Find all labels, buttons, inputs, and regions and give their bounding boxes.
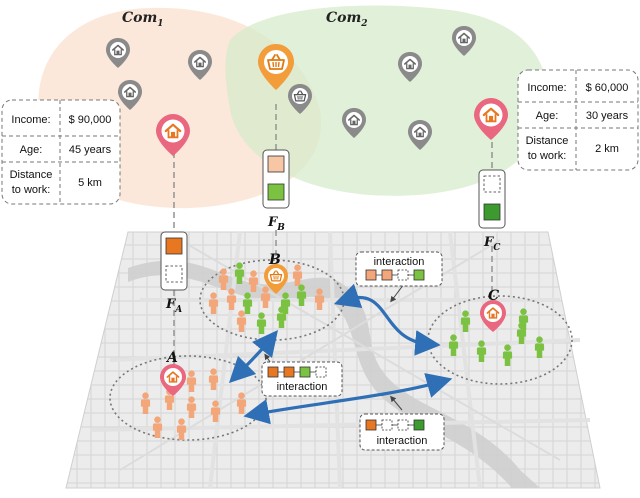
home-pin-icon <box>118 80 142 110</box>
feature-box-a <box>160 231 188 291</box>
node-label-a: A <box>165 350 178 366</box>
home-pin-icon <box>106 38 130 68</box>
feature-label-c: FC <box>483 235 501 253</box>
home-pin-icon <box>398 52 422 82</box>
interaction-label-top: interaction <box>374 256 425 268</box>
svg-text:Distance: Distance <box>526 135 569 147</box>
shop-pin-icon <box>258 44 294 90</box>
home-pin-icon <box>188 50 212 80</box>
interaction-label-bottom: interaction <box>377 435 428 447</box>
feature-label-b: FB <box>267 215 285 233</box>
home-pin-icon <box>452 26 476 56</box>
home-pin-a-icon <box>160 364 186 396</box>
svg-text:Income:: Income: <box>11 114 50 126</box>
node-label-c: C <box>488 288 499 304</box>
feature-box-b <box>262 149 290 209</box>
interaction-arrows <box>228 283 453 425</box>
basket-pin-icon <box>288 84 312 114</box>
home-pin-a-top-icon <box>156 114 190 156</box>
svg-text:45 years: 45 years <box>69 144 112 156</box>
svg-text:to work:: to work: <box>528 150 567 162</box>
svg-text:30 years: 30 years <box>586 110 629 122</box>
home-pin-c-icon <box>480 300 506 332</box>
svg-text:Income:: Income: <box>527 82 566 94</box>
feature-box-c <box>478 169 506 229</box>
home-pin-c-top-icon <box>474 98 508 140</box>
interaction-box-top: interaction <box>355 251 443 287</box>
interaction-label-middle: interaction <box>277 381 328 393</box>
community-1-label: Com1 <box>122 10 164 29</box>
gray-home-pins <box>106 26 476 150</box>
feature-connectors <box>173 104 493 370</box>
interaction-box-middle: interaction <box>261 361 343 397</box>
svg-text:Age:: Age: <box>536 110 559 122</box>
info-box-left: Income: $ 90,000 Age: 45 years Distance … <box>1 99 121 205</box>
svg-text:2 km: 2 km <box>595 143 619 155</box>
node-label-b: B <box>268 252 281 268</box>
city-map <box>65 231 601 489</box>
svg-text:$ 60,000: $ 60,000 <box>586 82 629 94</box>
shop-pin-b-icon <box>264 264 288 294</box>
home-pin-icon <box>342 108 366 138</box>
svg-text:Age:: Age: <box>20 144 43 156</box>
svg-text:to work:: to work: <box>12 184 51 196</box>
svg-text:$ 90,000: $ 90,000 <box>69 114 112 126</box>
group-c-boundary <box>427 295 573 385</box>
svg-text:Distance: Distance <box>10 169 53 181</box>
feature-label-a: FA <box>165 297 182 315</box>
home-pin-icon <box>408 120 432 150</box>
interaction-box-bottom: interaction <box>359 413 445 451</box>
community-2-label: Com2 <box>326 10 368 29</box>
svg-text:5 km: 5 km <box>78 177 102 189</box>
info-box-right: Income: $ 60,000 Age: 30 years Distance … <box>517 69 639 171</box>
